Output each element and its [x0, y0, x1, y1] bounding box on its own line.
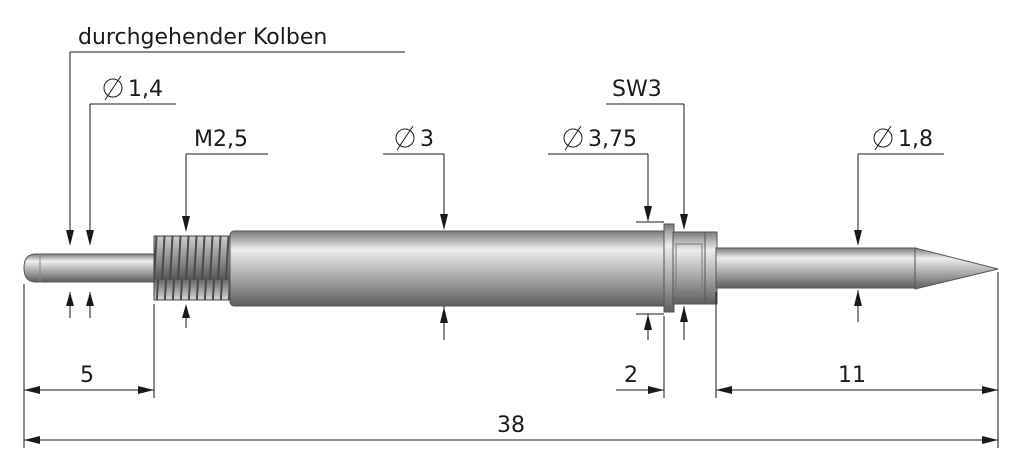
wrench-annotation: SW3	[606, 77, 688, 340]
dia-plunger-annotation: 1,8	[854, 125, 944, 322]
piston-annotation: durchgehender Kolben	[66, 25, 405, 318]
dia-body-label: 3	[420, 127, 434, 152]
diameter-symbol-icon	[395, 125, 415, 151]
diameter-symbol-icon	[873, 125, 893, 151]
piston-label: durchgehender Kolben	[78, 25, 327, 50]
dia-plunger-label: 1,8	[898, 127, 933, 152]
dia-body-annotation: 3	[383, 125, 448, 340]
dia-tip-label: 1,4	[128, 77, 163, 102]
dia-tip-annotation: 1,4	[86, 75, 176, 318]
plunger-cone	[914, 247, 999, 290]
dim-plunger: 11	[716, 363, 998, 394]
dia-collar-annotation: 3,75	[548, 125, 664, 340]
hex-wrench-flat	[672, 231, 706, 305]
tip-plunger	[23, 253, 159, 283]
dia-collar-label: 3,75	[588, 127, 637, 152]
thread-section	[153, 235, 233, 301]
dim-total-value: 38	[497, 413, 525, 438]
dim-plunger-value: 11	[838, 363, 866, 388]
pin-part	[23, 223, 999, 313]
dim-total: 38	[24, 413, 998, 444]
thread-label: M2,5	[194, 127, 248, 152]
dim-left-value: 5	[80, 363, 94, 388]
thread-annotation: M2,5	[182, 127, 268, 328]
diameter-symbol-icon	[103, 75, 123, 101]
dim-left: 5	[24, 363, 154, 394]
wrench-label: SW3	[612, 77, 662, 102]
diameter-symbol-icon	[563, 125, 583, 151]
extension-lines	[23, 272, 999, 448]
body-tube	[229, 230, 669, 307]
plunger	[715, 247, 917, 289]
dim-collar-value: 2	[624, 363, 638, 388]
